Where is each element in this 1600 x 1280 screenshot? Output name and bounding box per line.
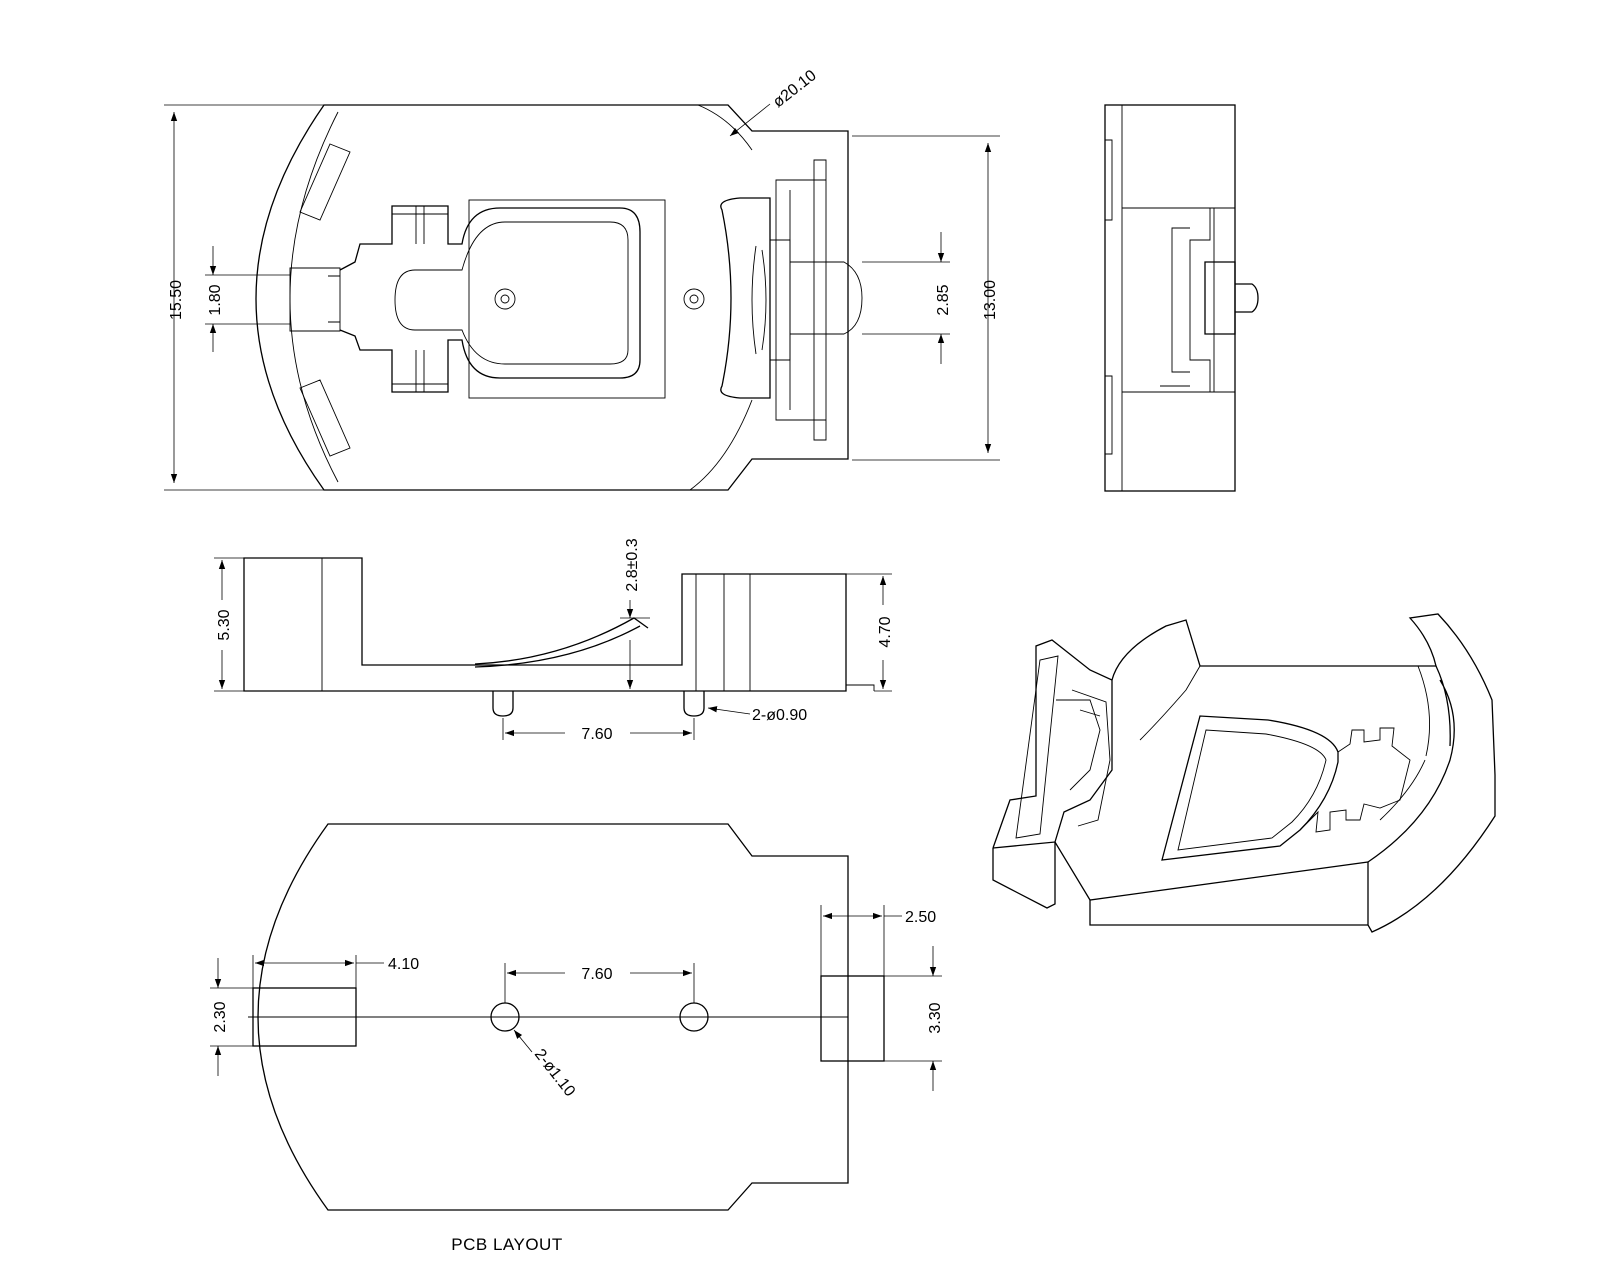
dim-side-pitch-label: 7.60 — [581, 726, 612, 743]
top-view-latch-top — [299, 143, 351, 221]
top-view-finger-slots — [392, 206, 448, 392]
top-view-recess — [468, 199, 666, 399]
side-view-base-tab — [846, 684, 875, 691]
dim-side-right-label: 4.70 — [877, 616, 894, 647]
dim-top-diameter-label: ø20.10 — [770, 67, 820, 111]
isometric-view — [992, 613, 1496, 933]
dim-pcb-offset-label: 4.10 — [388, 956, 419, 973]
iso-right-arc-wall — [1367, 665, 1455, 863]
side-view-pin-left — [492, 691, 514, 717]
pcb-layout-caption: PCB LAYOUT — [451, 1235, 562, 1254]
end-view-contact — [1171, 208, 1215, 392]
dim-pcb-left-height-label: 2.30 — [212, 1001, 229, 1032]
top-view-latch-bottom — [299, 379, 351, 457]
dim-pcb-pitch-label: 7.60 — [581, 966, 612, 983]
top-view-right-pin — [770, 239, 863, 361]
top-view-inner-arc-right-top — [697, 104, 753, 151]
iso-spring-fingers — [1299, 727, 1411, 833]
iso-right-arc-inner — [1379, 665, 1430, 821]
side-view-contact-spring — [474, 617, 649, 668]
iso-back-wall-inner — [1139, 665, 1201, 741]
top-view-inner-arc-left — [289, 111, 339, 483]
iso-recess-inner — [1177, 729, 1327, 851]
top-view-dimple-left-inner — [500, 294, 510, 304]
iso-left-block — [992, 639, 1113, 849]
iso-left-contact — [1071, 689, 1111, 827]
end-view-outline — [1104, 104, 1236, 492]
dim-side-pin-leader — [707, 706, 751, 715]
dim-pcb-right-width-label: 2.50 — [905, 909, 936, 926]
iso-base-front — [992, 775, 1496, 933]
top-view-inner-arc-right-bottom — [689, 399, 753, 491]
side-view: 5.30 2.8±0.3 4.70 7.60 2-ø0.90 — [214, 538, 894, 743]
pcb-layout: 4.10 7.60 2.50 2.30 3.30 2-ø1.10 PCB LAY… — [210, 823, 944, 1254]
dim-pcb-right-height-label: 3.30 — [927, 1002, 944, 1033]
pcb-outline — [257, 823, 849, 1211]
dim-top-diameter-leader — [729, 103, 771, 137]
end-view-notch-bottom — [1105, 375, 1113, 455]
iso-base-front-lower — [992, 842, 1368, 926]
end-view-pin — [1204, 261, 1259, 335]
end-view-notch-top — [1105, 139, 1113, 221]
dim-side-pin-label: 2-ø0.90 — [752, 707, 807, 724]
end-view — [1104, 104, 1259, 492]
top-view-right-terminal-frame — [720, 197, 771, 399]
top-view-dimple-right — [683, 288, 705, 310]
top-view-dimple-right-inner — [689, 294, 699, 304]
top-view-outline — [255, 104, 849, 491]
top-view-dimple-left — [494, 288, 516, 310]
dim-top-slot-label: 1.80 — [207, 284, 224, 315]
top-view-left-tab — [289, 267, 341, 332]
iso-recess — [1161, 715, 1339, 861]
dim-side-height-label: 5.30 — [216, 609, 233, 640]
top-view-right-arc-detail — [751, 245, 767, 355]
pcb-pad-left — [252, 987, 357, 1047]
dim-top-body-label: 13.00 — [982, 280, 999, 320]
dim-top-pin-label: 2.85 — [935, 284, 952, 315]
pcb-pad-right — [820, 975, 885, 1062]
iso-left-block-slot — [1015, 655, 1101, 839]
side-view-pin-right — [683, 691, 705, 717]
iso-back-wall — [1111, 613, 1496, 776]
side-view-outline — [243, 557, 847, 692]
dim-side-contact-label: 2.8±0.3 — [624, 538, 641, 591]
dim-top-height-label: 15.50 — [168, 280, 185, 320]
top-view-spring-inner — [394, 221, 629, 365]
top-view: 15.50 1.80 ø20.10 2.85 13.00 — [164, 67, 1000, 491]
dim-pcb-hole-leader — [513, 1029, 533, 1053]
dim-pcb-hole-label: 2-ø1.10 — [531, 1046, 578, 1100]
top-view-right-terminal-plate — [775, 159, 827, 441]
top-view-contact-spring — [339, 205, 641, 393]
